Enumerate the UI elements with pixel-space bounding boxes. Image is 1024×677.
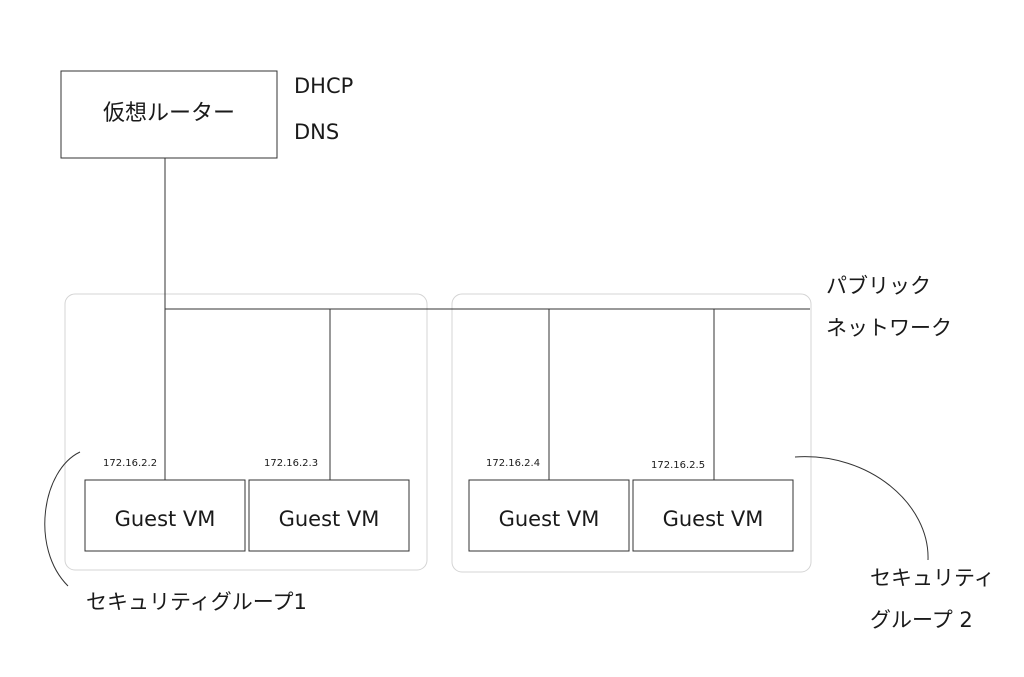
vm-2-box: [248, 479, 410, 552]
security-group-1-callout: [44, 451, 81, 587]
vm-4-label: Guest VM: [662, 507, 764, 531]
virtual-router-label: 仮想ルーター: [102, 101, 235, 126]
vm-2-label: Guest VM: [278, 507, 380, 531]
security-group-1-label: セキュリティグループ1: [86, 590, 307, 614]
vm-4-ip: 172.16.2.5: [651, 460, 706, 471]
dhcp-service-label: DHCP: [294, 74, 354, 98]
vm-3-ip: 172.16.2.4: [486, 458, 541, 469]
security-group-2-callout: [794, 456, 929, 561]
vm-4-box: [632, 479, 794, 552]
vm-3-box: [468, 479, 630, 552]
vm-2-ip: 172.16.2.3: [264, 458, 319, 469]
security-group-2-box: [451, 293, 812, 573]
security-group-2-label-line1: セキュリティ: [870, 566, 995, 590]
vm-1-ip: 172.16.2.2: [103, 458, 158, 469]
dns-service-label: DNS: [294, 120, 340, 144]
vm-1-label: Guest VM: [114, 507, 216, 531]
vm-3-label: Guest VM: [498, 507, 600, 531]
vm-1-box: [84, 479, 246, 552]
virtual-router-box: [60, 70, 278, 159]
security-group-2-label-line2: グループ 2: [870, 608, 973, 632]
security-group-1-box: [64, 293, 428, 571]
public-network-label-line2: ネットワーク: [826, 316, 952, 340]
public-network-label-line1: パブリック: [826, 274, 931, 298]
